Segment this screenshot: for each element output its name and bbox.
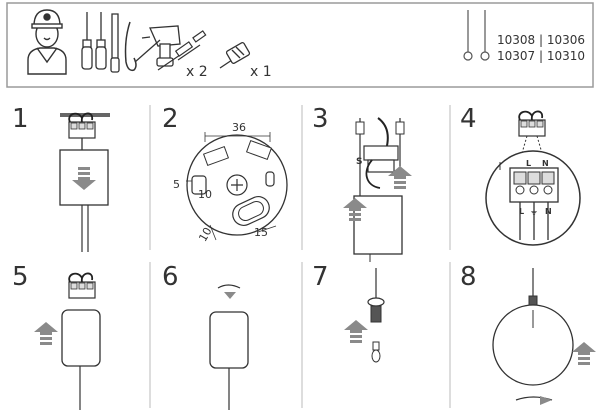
drill-icon: [134, 25, 181, 67]
terminal-label-L-top: L: [526, 159, 531, 168]
arrow-up-icon: [34, 322, 58, 345]
step-8-illustration: [492, 268, 574, 405]
dim-10-edge: 10: [196, 225, 214, 244]
wire-label-s: S: [356, 157, 362, 167]
step-number-1: 1: [12, 104, 29, 134]
panel-dividers: [149, 105, 451, 408]
screw-plug-icon: [157, 30, 207, 71]
step-number-7: 7: [312, 262, 329, 292]
step-1-illustration: [59, 112, 110, 252]
step-3-illustration: [353, 117, 405, 262]
step-number-3: 3: [312, 104, 329, 134]
step-2-canopy-diagram: [186, 132, 288, 241]
step-number-6: 6: [162, 262, 179, 292]
pendant-model-icon: [463, 10, 490, 61]
connector-tool-icon: [219, 42, 251, 69]
dim-10-slot: 10: [198, 188, 212, 201]
plug-count-text: x 2: [186, 64, 208, 80]
cutter-icon: [110, 13, 120, 73]
terminal-label-L: L: [519, 207, 524, 216]
step-7-illustration: [367, 268, 385, 363]
step-4-illustration: [485, 110, 581, 246]
connector-count-text: x 1: [250, 64, 272, 80]
terminal-label-N-top: N: [542, 159, 549, 168]
terminal-label-ground: ⏚: [530, 207, 538, 216]
step-number-5: 5: [12, 262, 29, 292]
screwdriver-flat-icon: [95, 12, 107, 70]
step-number-2: 2: [162, 104, 179, 134]
terminal-label-N: N: [545, 207, 552, 216]
worker-icon: [27, 9, 67, 75]
model-codes-bottom: 10307 | 10310: [497, 49, 585, 63]
screwdriver-phillips-icon: [81, 12, 93, 70]
step-6-illustration: [209, 284, 249, 410]
step-number-4: 4: [460, 104, 477, 134]
arrow-up-icon: [344, 320, 368, 343]
dim-36: 36: [232, 121, 246, 134]
dim-5: 5: [173, 178, 180, 191]
dim-15: 15: [254, 226, 268, 239]
wire-hook-icon: [124, 21, 137, 72]
arrow-up-icon: [572, 342, 596, 365]
step-number-8: 8: [460, 262, 477, 292]
step-5-illustration: [61, 272, 101, 410]
model-codes-top: 10308 | 10306: [497, 33, 585, 47]
